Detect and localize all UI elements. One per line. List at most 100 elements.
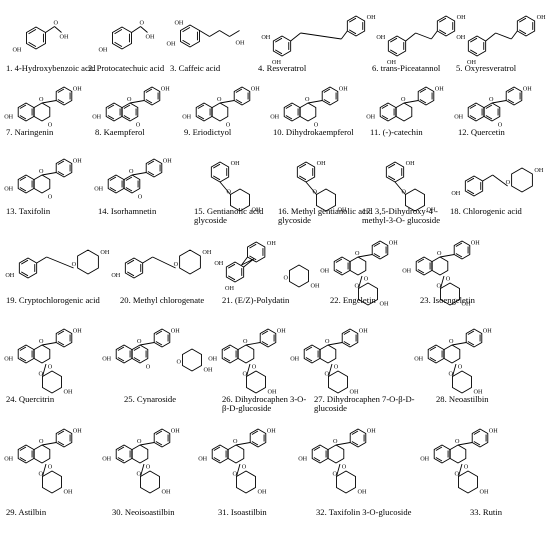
b-ring: [55, 428, 73, 448]
double-bond: [19, 104, 27, 109]
hydroxyl-label: OH: [451, 190, 460, 197]
bond: [485, 32, 496, 42]
ring-oxygen: O: [137, 438, 142, 445]
ring-oxygen: O: [305, 96, 310, 103]
a-ring: [415, 256, 433, 276]
double-bond: [182, 39, 191, 45]
compound-label: 33. Rutin: [470, 507, 502, 517]
double-bond: [419, 99, 427, 104]
double-bond: [323, 88, 331, 93]
carbonyl-oxygen: O: [48, 364, 53, 371]
hydroxyl-label: OH: [380, 301, 389, 308]
bond: [235, 442, 251, 446]
c-ring: [349, 256, 367, 276]
carbonyl-oxygen: O: [136, 122, 141, 129]
a-ring: [311, 444, 329, 464]
double-bond: [507, 88, 515, 93]
hydroxyl-label: OH: [420, 456, 429, 463]
b-ring: [505, 86, 523, 106]
carbonyl-oxygen: O: [334, 364, 339, 371]
compound-label: 17. 3,5-Dihydroxy-4 -methyl-3-O- glucosi…: [362, 206, 441, 225]
hydroxyl-label: OH: [389, 240, 398, 247]
bond: [42, 463, 47, 477]
hydroxyl-label: OH: [4, 186, 13, 193]
b-ring: [371, 240, 389, 260]
glucose-ring: [405, 188, 425, 212]
b-ring: [471, 428, 489, 448]
hydroxyl-label: OH: [298, 456, 307, 463]
b-ring: [417, 86, 435, 106]
hydroxyl-label: OH: [100, 249, 109, 256]
compound-label: 29. Astilbin: [6, 507, 47, 517]
hydroxyl-label: OH: [204, 367, 213, 374]
carbonyl-oxygen: O: [140, 20, 145, 27]
compound-label: 15. Gentianolic acid glycoside: [194, 206, 264, 225]
a-ring: [303, 344, 321, 364]
double-bond: [127, 271, 135, 277]
benzene-ring: [516, 15, 536, 37]
double-bond: [155, 430, 163, 435]
c-ring: [483, 102, 501, 122]
double-bond: [19, 357, 27, 362]
bond: [140, 26, 148, 33]
sugar-ring: [458, 470, 478, 494]
b-ring: [145, 158, 163, 178]
double-bond: [117, 457, 125, 462]
carbonyl-oxygen: O: [48, 122, 53, 129]
sugar-ring: [236, 470, 256, 494]
bond: [440, 275, 445, 289]
ring-oxygen: O: [437, 250, 442, 257]
hydroxyl-label: OH: [102, 456, 111, 463]
benzene-ring: [210, 161, 230, 183]
double-bond: [197, 104, 205, 109]
compound-label: 16. Methyl gentianolic acid glycoside: [278, 206, 373, 225]
double-bond: [429, 346, 437, 351]
bond: [152, 256, 176, 269]
double-bond: [335, 258, 343, 263]
hydroxyl-label: OH: [367, 14, 376, 21]
c-ring: [327, 444, 345, 464]
a-ring: [195, 102, 213, 122]
hydroxyl-label: OH: [483, 328, 492, 335]
double-bond: [109, 187, 117, 192]
double-bond: [313, 457, 321, 462]
benzene-ring: [296, 161, 316, 183]
bond: [129, 100, 145, 104]
double-bond: [261, 341, 269, 346]
c-ring: [33, 444, 51, 464]
double-bond: [519, 17, 527, 23]
double-bond: [133, 346, 141, 351]
hydroxyl-label: OH: [268, 389, 277, 396]
ester-oxygen: O: [506, 179, 511, 186]
carbonyl-oxygen: O: [54, 20, 59, 27]
sugar-ring: [452, 370, 472, 394]
double-bond: [114, 29, 123, 35]
double-bond: [19, 346, 27, 351]
b-ring: [465, 328, 483, 348]
double-bond: [213, 175, 221, 181]
ring-oxygen: O: [233, 438, 238, 445]
double-bond: [251, 430, 259, 435]
double-bond: [507, 99, 515, 104]
bond: [236, 463, 241, 477]
bond: [415, 32, 432, 40]
double-bond: [57, 330, 65, 335]
ring-oxygen: O: [39, 438, 44, 445]
bond: [140, 463, 145, 477]
double-bond: [117, 446, 125, 451]
c-ring: [33, 102, 51, 122]
hydroxyl-label: OH: [64, 489, 73, 496]
double-bond: [381, 115, 389, 120]
double-bond: [235, 99, 243, 104]
